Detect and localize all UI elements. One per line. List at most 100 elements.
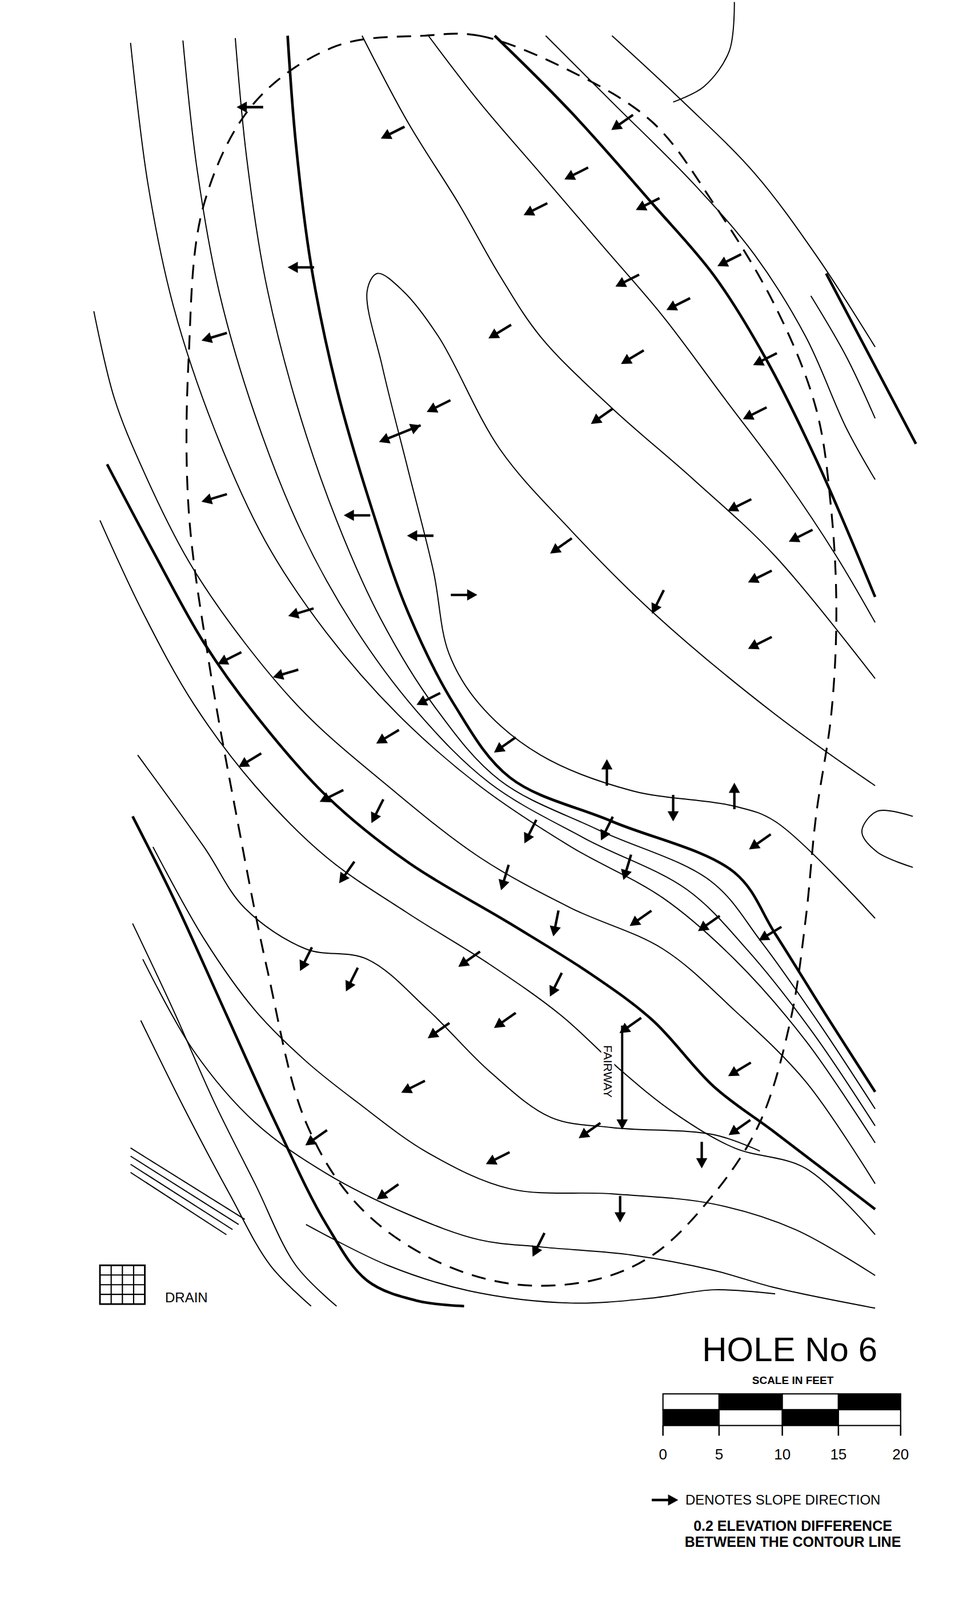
arrow-head [696,1157,708,1169]
map-title: HOLE No 6 [701,1330,878,1368]
contour-line [235,38,876,1109]
scale-number: 0 [658,1445,667,1463]
scale-cell [782,1393,839,1410]
slope-arrow [273,668,299,680]
scale-tick [718,1425,721,1436]
arrow-head [620,353,633,364]
arrow-head [717,256,729,267]
scale-cell [838,1409,901,1426]
arrow-head [376,733,388,744]
slope-arrow [400,1080,425,1093]
arrow-head [578,1127,591,1138]
slope-arrow [201,493,227,505]
thin-contours [93,2,913,1308]
arrow-head [668,1493,679,1506]
contour-line [545,35,876,480]
slope-arrow [564,167,589,180]
slope-arrow [380,126,405,140]
arrow-head [728,1124,741,1135]
arrow-head [601,759,613,770]
arrow-head [408,423,421,435]
scale-tick [781,1425,784,1436]
slope-arrow [343,509,371,521]
arrow-head [343,509,355,521]
arrow-head [600,828,611,840]
scale-tick [900,1425,902,1436]
arrow-head [426,402,439,413]
slope-arrow [299,947,313,971]
thick-contours [107,35,917,1306]
arrow-head [380,129,393,140]
arrow-head [287,261,299,274]
slope-arrow [376,1183,399,1199]
scale-bar [663,1393,901,1435]
slope-arrow [611,114,633,131]
slope-arrow [427,1022,450,1038]
arrow-head [486,1153,498,1165]
contour-line [130,1164,234,1230]
slope-arrows [201,101,813,1506]
arrow-head [467,588,478,601]
index-contour-line [494,35,876,597]
contour-line [132,923,337,1306]
slope-arrow [666,298,691,311]
arrow-head [371,811,382,823]
slope-arrow [615,274,640,288]
slope-arrow [651,590,665,615]
slope-arrow [727,499,752,512]
contour-line [130,1155,239,1225]
arrow-shaft [620,1025,624,1119]
slope-arrow [667,794,680,821]
arrow-head [217,653,230,665]
slope-arrow [376,729,400,744]
arrow-head [523,831,535,844]
arrow-head [339,871,350,884]
arrow-head [407,530,418,542]
arrow-head [550,924,561,936]
contour-line [140,1020,311,1306]
arrow-head [728,782,741,793]
scale-cell [663,1409,720,1426]
slope-arrow [748,570,773,584]
arrow-head [753,355,765,366]
slope-arrow [523,819,537,844]
slope-arrow [458,951,480,967]
slope-arrow [416,692,441,706]
arrow-head [728,1065,740,1077]
arrow-head [427,1027,440,1038]
contour-line [366,273,876,918]
scale-caption: SCALE IN FEET [752,1374,834,1387]
contour-note: 0.2 ELEVATION DIFFERENCE BETWEEN THE CON… [667,1517,919,1550]
contour-line [153,846,876,1275]
slope-arrow [635,198,660,211]
slope-arrow [288,607,314,619]
arrow-head [620,868,632,880]
arrow-head [532,1244,543,1257]
slope-arrow [578,1122,601,1138]
arrow-head [201,331,214,343]
slope-arrow [600,816,613,841]
contour-line [130,1172,227,1235]
scale-number: 20 [892,1445,909,1463]
green-outline [186,33,837,1286]
arrow-head [523,205,536,216]
slope-arrow [753,352,778,366]
contour-line [182,40,876,1126]
arrow-head [616,1118,628,1130]
slope-arrow [488,324,512,339]
slope-arrow [371,799,384,824]
slope-arrow [287,261,315,274]
contour-line [142,959,876,1308]
arrow-head [788,531,801,543]
index-contour-line [107,464,876,1210]
slope-arrow [748,636,773,650]
scale-tick [661,1425,664,1436]
arrow-head [273,668,285,680]
arrow-head [748,838,761,849]
arrow-head [564,169,576,180]
slope-arrow [620,854,632,880]
arrow-head [416,695,428,706]
slope-arrow [601,759,613,786]
arrow-head [488,328,500,339]
